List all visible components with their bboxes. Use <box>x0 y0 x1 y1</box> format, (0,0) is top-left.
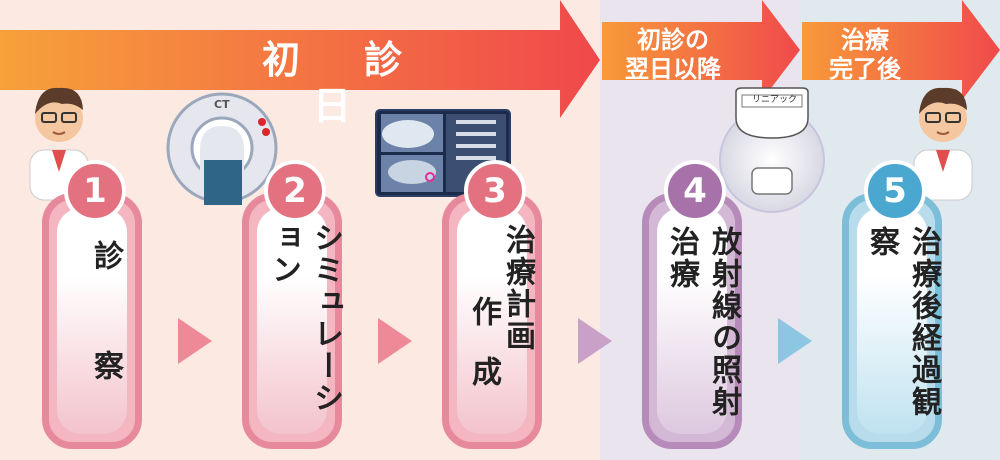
step-number-1: 1 <box>64 160 126 222</box>
step-4-label: 放射線の照射治療 <box>664 226 741 418</box>
step-number-5: 5 <box>864 160 926 222</box>
step-card-3 <box>442 193 542 449</box>
step-card-5 <box>842 193 942 449</box>
step-number-3: 3 <box>464 160 526 222</box>
linac-label: リニアック <box>752 95 798 105</box>
step-number-2: 2 <box>264 160 326 222</box>
step-1-label-a: 診 <box>88 240 123 272</box>
step-1-label-b: 察 <box>88 350 123 382</box>
ct-label: CT <box>214 98 230 111</box>
step-3-label-a: 治療計画 <box>500 224 535 352</box>
step-3-label-b: 作成 <box>466 296 501 416</box>
step-5-label: 治療後経過観察 <box>864 226 941 418</box>
phase-label-first-visit: 初診日 <box>261 38 466 128</box>
phase-label-next-day: 初診の 翌日以降 <box>625 26 721 83</box>
step-2-label: シミュレーション <box>266 222 343 414</box>
step-card-1 <box>42 193 142 449</box>
phase-label-after-treatment: 治療 完了後 <box>829 26 901 83</box>
step-number-4: 4 <box>664 160 726 222</box>
